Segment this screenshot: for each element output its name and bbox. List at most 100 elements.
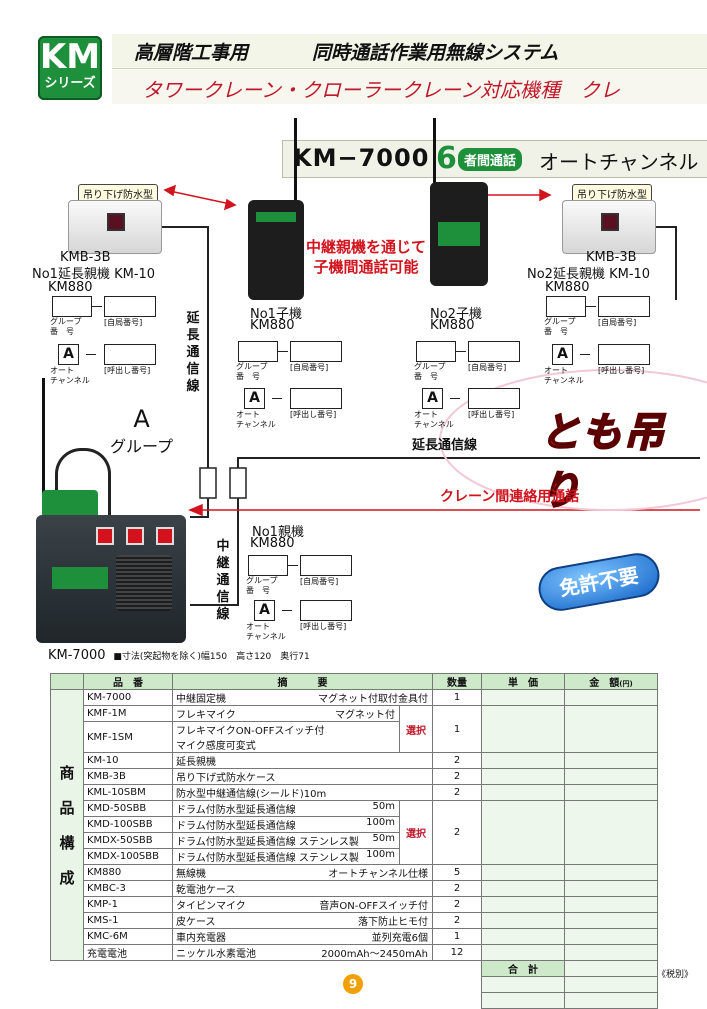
cell-desc-main: ドラム付防水型延長通信線 ステンレス製 <box>176 853 359 864</box>
pink-decor-ellipse <box>439 369 707 511</box>
cell-code: KML-10SBM <box>83 784 173 801</box>
dash <box>272 398 282 399</box>
auto-label-l1: オート <box>544 366 568 375</box>
headset-loop <box>55 448 111 521</box>
auto-label-l2: チャンネル <box>246 632 286 641</box>
own-slot <box>300 555 352 576</box>
group-label-l1: グループ <box>414 362 446 371</box>
dash <box>92 306 102 307</box>
total-extra-row <box>51 992 658 1009</box>
banner-six: 6 <box>436 141 457 176</box>
cell-qty: 1 <box>432 928 482 945</box>
cell-desc-main: フレキマイク <box>176 710 236 721</box>
group-slot <box>248 555 288 576</box>
cell-code: KM880 <box>83 864 173 881</box>
no1-parent-l1: No1親機 <box>252 525 304 540</box>
cell-desc-right: 落下防止ヒモ付 <box>358 917 428 928</box>
cell-unit-price <box>481 800 565 865</box>
cell-desc-right: マグネット付 <box>335 710 395 721</box>
cell-desc: 中継固定機マグネット付取付金具付 <box>172 689 433 706</box>
cell-desc-right: 50m <box>372 833 395 844</box>
call-label: [呼出し番号] <box>300 622 347 631</box>
base-caption: KM-7000 ■寸法(突起物を除く)幅150 高さ120 奥行71 <box>48 648 310 663</box>
base-led-1 <box>96 527 114 545</box>
cell-qty-value: 2 <box>453 755 461 766</box>
cell-desc-right: マグネット付取付金具付 <box>318 694 428 705</box>
th-amount-label: 金 額 <box>589 678 620 689</box>
tax-note: 《税別》 <box>657 970 694 980</box>
cell-unit-price <box>481 912 565 929</box>
cell-code: KM-7000 <box>83 689 173 706</box>
own-slot <box>598 296 650 317</box>
no2-child-l2: KM880 <box>430 318 475 333</box>
auto-label-l2: チャンネル <box>50 376 90 385</box>
left-ext-line <box>160 226 209 470</box>
crane-link-label: クレーン間連絡用通話 <box>440 489 580 505</box>
dash <box>86 354 96 355</box>
a-group-label: グループ <box>110 437 174 456</box>
radio-no1-child <box>248 200 304 300</box>
left-unit-l1: KMB-3B <box>60 250 111 265</box>
header-title-a: 高層階工事用 <box>134 42 249 64</box>
banner-auto: オートチャンネル <box>539 150 699 174</box>
red-note-l2: 子機間通話可能 <box>313 258 419 276</box>
th-desc: 摘 要 <box>172 673 433 690</box>
radio2-label-band <box>438 222 480 246</box>
group-label-l1: グループ <box>50 317 82 326</box>
cell-desc: 皮ケース落下防止ヒモ付 <box>172 912 433 929</box>
no1-child-l2: KM880 <box>250 318 295 333</box>
banner-pill: 者間通話 <box>458 148 523 171</box>
dash <box>288 565 298 566</box>
cell-code: KMP-1 <box>83 896 173 913</box>
group-label-l1: グループ <box>246 576 278 585</box>
cell-qty-value: 1 <box>453 723 461 735</box>
cell-unit-price <box>481 752 565 769</box>
cell-code: KM-10 <box>83 752 173 769</box>
group-label-l1: グループ <box>544 317 576 326</box>
arrow-link-left <box>164 189 236 206</box>
cell-qty-value: 2 <box>453 899 461 910</box>
cell-qty-value: 1 <box>453 692 461 703</box>
auto-slot: A <box>552 344 573 365</box>
side-label-char: 商 <box>59 764 75 782</box>
call-label: [呼出し番号] <box>104 366 151 375</box>
dash <box>450 398 460 399</box>
auto-slot: A <box>244 388 265 409</box>
auto-slot: A <box>422 388 443 409</box>
group-label-l2: 番 号 <box>414 372 438 381</box>
header-title-b: 同時通話作業用無線システム <box>312 42 559 64</box>
cell-code: KMC-6M <box>83 928 173 945</box>
cell-unit-price <box>481 864 565 881</box>
relay-line-label: 中継通信線 <box>216 539 230 622</box>
cell-desc: フレキマイク マグネット付 <box>172 705 400 722</box>
cell-code: KMF-1SM <box>83 721 173 753</box>
cell-unit-price <box>481 689 565 706</box>
cell-code: KMD-50SBB <box>83 800 173 817</box>
call-slot <box>468 388 520 409</box>
left-unit-l3: KM880 <box>48 280 93 295</box>
tomo-tsuri-title: とも吊り <box>539 409 666 515</box>
total-extra-cell <box>481 992 565 1009</box>
cell-amount <box>564 880 658 897</box>
base-led-3 <box>156 527 174 545</box>
cell-desc-right: オートチャンネル仕様 <box>328 869 428 880</box>
ext-line-horizontal-label: 延長通信線 <box>412 438 478 453</box>
cell-desc-main: 乾電池ケース <box>176 885 236 896</box>
cell-amount <box>564 944 658 961</box>
cell-desc: 延長親機 <box>172 752 433 769</box>
base-station-km7000 <box>36 515 186 643</box>
cell-desc-main: ドラム付防水型延長通信線 <box>176 805 296 816</box>
radio1-antenna <box>294 118 297 206</box>
hanging-case-right <box>562 200 656 254</box>
hanging-case-left <box>68 200 162 254</box>
cell-qty: 2 <box>432 800 482 865</box>
auto-label-l2: チャンネル <box>236 420 276 429</box>
